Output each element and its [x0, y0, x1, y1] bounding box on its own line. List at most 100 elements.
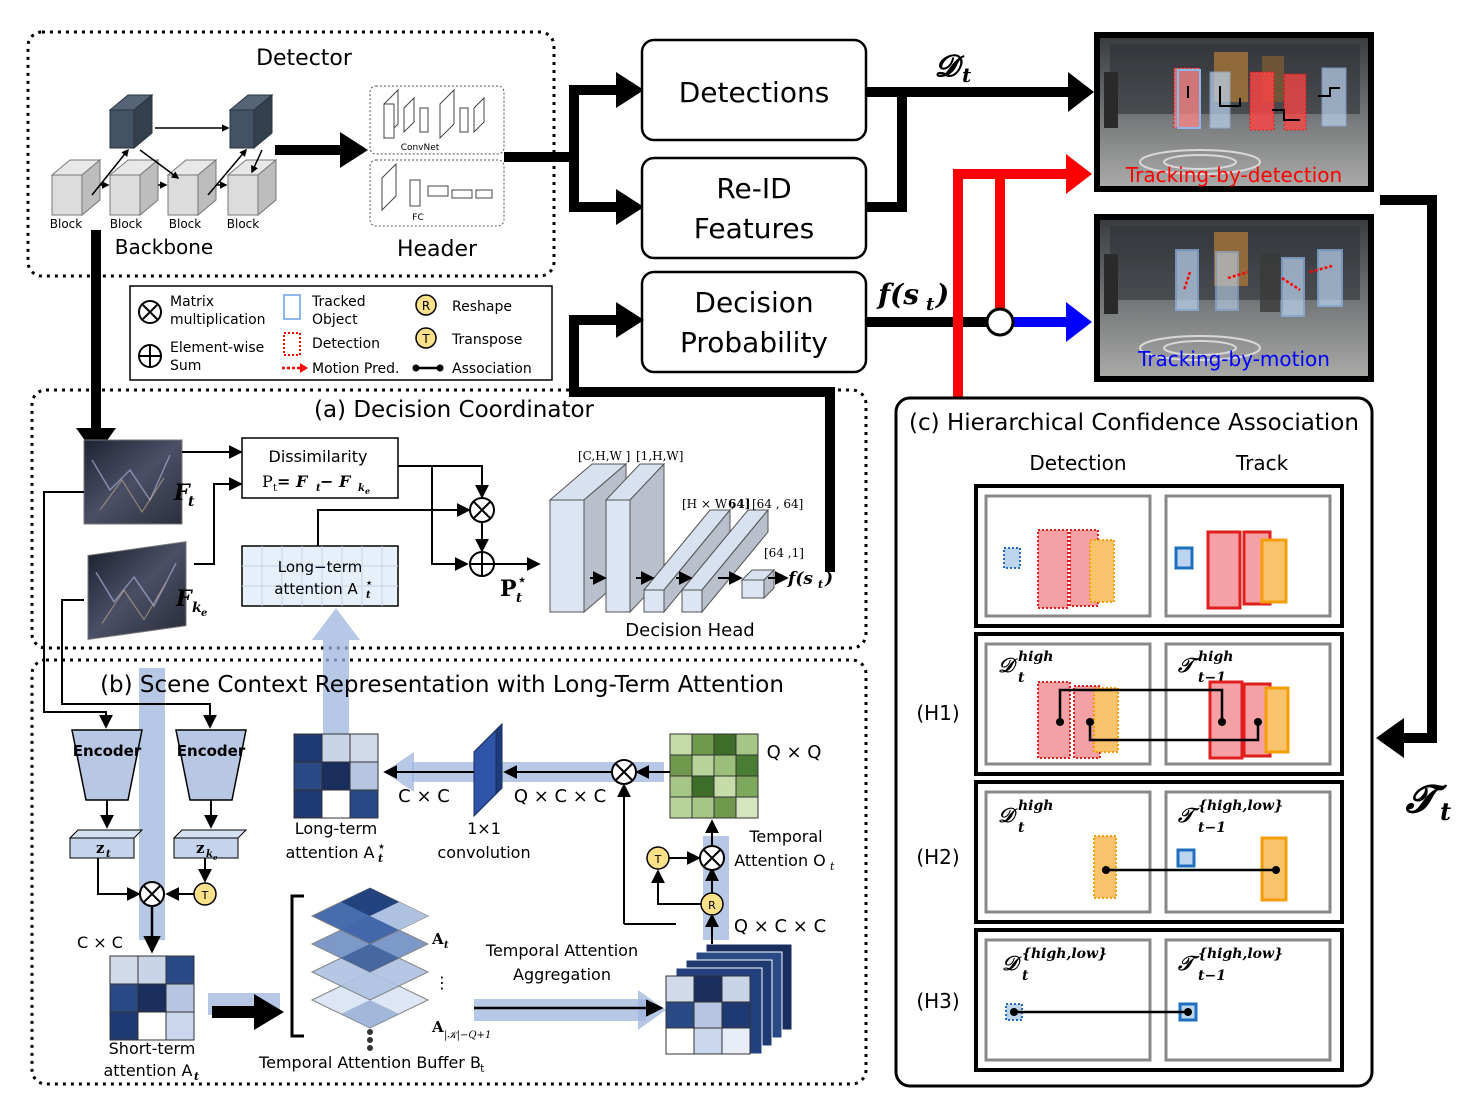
zt-label: z	[96, 839, 105, 857]
tracking-by-detection-frame: Tracking-by-detection	[1094, 32, 1374, 192]
conv-1x1	[473, 722, 503, 818]
ft-label: F	[173, 480, 191, 506]
temporal-label-2: Attention O	[734, 851, 826, 870]
conv-label-1: 1×1	[467, 819, 501, 838]
reshape-icon	[415, 294, 437, 316]
reshape-symbol: R	[422, 299, 430, 313]
tracked-object-icon	[283, 294, 301, 320]
convnet-label: ConvNet	[401, 143, 440, 153]
h2-d-symbol: 𝒟	[998, 803, 1018, 827]
svg-text:t: t	[818, 578, 823, 591]
hierarchical-association-panel: (c) Hierarchical Confidence Association …	[894, 396, 1374, 1088]
header-label: Header	[397, 237, 478, 262]
fst-close: )	[934, 278, 949, 311]
h1-t-sup: high	[1198, 649, 1233, 665]
svg-text:t: t	[316, 483, 321, 494]
lta-label-1: Long−term	[278, 558, 363, 576]
h3-d-sup: {high,low}	[1022, 946, 1107, 962]
svg-text:): )	[824, 569, 833, 589]
reid-label-1: Re-ID	[716, 172, 791, 205]
encoder-label-2: Encoder	[177, 742, 246, 760]
svg-text:t: t	[366, 590, 371, 601]
svg-text:t: t	[194, 1070, 199, 1083]
dissim-minus: − F	[320, 472, 352, 491]
short-term-label-1: Short-term	[109, 1039, 196, 1058]
encoder-label-1: Encoder	[73, 742, 142, 760]
dissimilarity-title: Dissimilarity	[269, 447, 368, 466]
at-label: A	[431, 930, 444, 948]
h1-d-sup: high	[1018, 649, 1053, 665]
svg-text:⋆: ⋆	[366, 578, 372, 589]
svg-text:t: t	[444, 940, 449, 951]
col-track: Track	[1235, 451, 1289, 475]
block-2	[108, 158, 160, 217]
tt-sub: t	[1440, 797, 1451, 826]
motion-icon	[300, 363, 308, 373]
section-b-title: (b) Scene Context Representation with Lo…	[100, 672, 784, 698]
dims-2: [1,H,W]	[636, 449, 683, 463]
dims-3: [H × W ,	[682, 497, 735, 511]
transpose-icon	[415, 327, 437, 349]
qcc-upper-label: Q × C × C	[514, 786, 606, 807]
feature-map-fke	[87, 541, 187, 641]
feature-map-ft	[83, 439, 183, 525]
legend-tracked-2: Object	[312, 312, 358, 328]
decision-switch	[985, 307, 1015, 337]
legend-association: Association	[452, 361, 532, 377]
block-label-1: Block	[50, 217, 83, 231]
detections-box: Detections	[640, 38, 868, 142]
svg-text:T: T	[654, 853, 662, 866]
decision-label-1: Decision	[694, 286, 813, 319]
svg-text:⋆: ⋆	[518, 573, 526, 588]
h2-d-sup: high	[1018, 798, 1053, 814]
h3-d-symbol: 𝒟	[1002, 951, 1022, 975]
association-row-h2: 𝒟 high t 𝒯 {high,low} t−1	[974, 780, 1344, 924]
legend: Matrix multiplication Element-wise Sum T…	[129, 285, 553, 381]
aggregation-label-2: Aggregation	[513, 965, 611, 984]
legend-tracked-1: Tracked	[311, 294, 366, 310]
temporal-buffer-stack	[310, 887, 430, 1029]
decision-coordinator-panel: (a) Decision Coordinator F t F k e Dissi…	[30, 388, 868, 650]
dims-1: [C,H,W ]	[578, 449, 630, 463]
decision-label-2: Probability	[680, 326, 828, 359]
transpose-symbol: T	[421, 332, 430, 346]
zt-box: z t	[68, 829, 144, 860]
legend-reshape: Reshape	[452, 299, 512, 315]
detector-panel: Detector	[26, 30, 556, 278]
zke-label: z	[196, 839, 205, 857]
tbm-label: Tracking-by-motion	[1137, 347, 1330, 371]
decision-head-label: Decision Head	[625, 620, 754, 641]
lt-label-2: attention A	[285, 843, 374, 862]
pstar-label: P	[500, 576, 517, 602]
tracking-by-motion-frame: Tracking-by-motion	[1094, 214, 1374, 382]
long-term-attention-box: Long−term attention A t ⋆	[241, 545, 399, 607]
aggregation-label-1: Temporal Attention	[485, 941, 638, 960]
detection-icon	[283, 332, 301, 356]
svg-text:t: t	[480, 1062, 485, 1075]
qcc-stack	[665, 943, 793, 1055]
association-row-0	[974, 484, 1344, 628]
svg-text:t: t	[516, 591, 522, 606]
svg-text:k: k	[358, 483, 365, 494]
legend-motion: Motion Pred.	[312, 361, 400, 377]
buffer-label: Temporal Attention Buffer B	[258, 1053, 481, 1072]
fke-label: F	[175, 586, 193, 612]
legend-matmul-2: multiplication	[170, 312, 266, 328]
fst-label: f(s	[876, 278, 919, 311]
decision-head	[548, 462, 789, 614]
temporal-label-1: Temporal	[748, 827, 822, 846]
fke-sub: k	[192, 600, 202, 616]
legend-sum-2: Sum	[170, 358, 201, 374]
backbone-label: Backbone	[115, 235, 213, 259]
svg-text:t: t	[378, 852, 383, 865]
dims-5: [64 ,1]	[764, 546, 804, 560]
h3-t-sup: {high,low}	[1198, 946, 1283, 962]
qq-label: Q × Q	[767, 742, 822, 763]
svg-text:t: t	[273, 483, 277, 494]
svg-text:e: e	[365, 486, 370, 496]
dissimilarity-box: Dissimilarity P t = F t − F k e	[241, 437, 399, 499]
scene-context-panel: (b) Scene Context Representation with Lo…	[30, 491, 868, 1086]
fc-label: FC	[412, 213, 423, 223]
svg-text:e: e	[213, 853, 218, 862]
